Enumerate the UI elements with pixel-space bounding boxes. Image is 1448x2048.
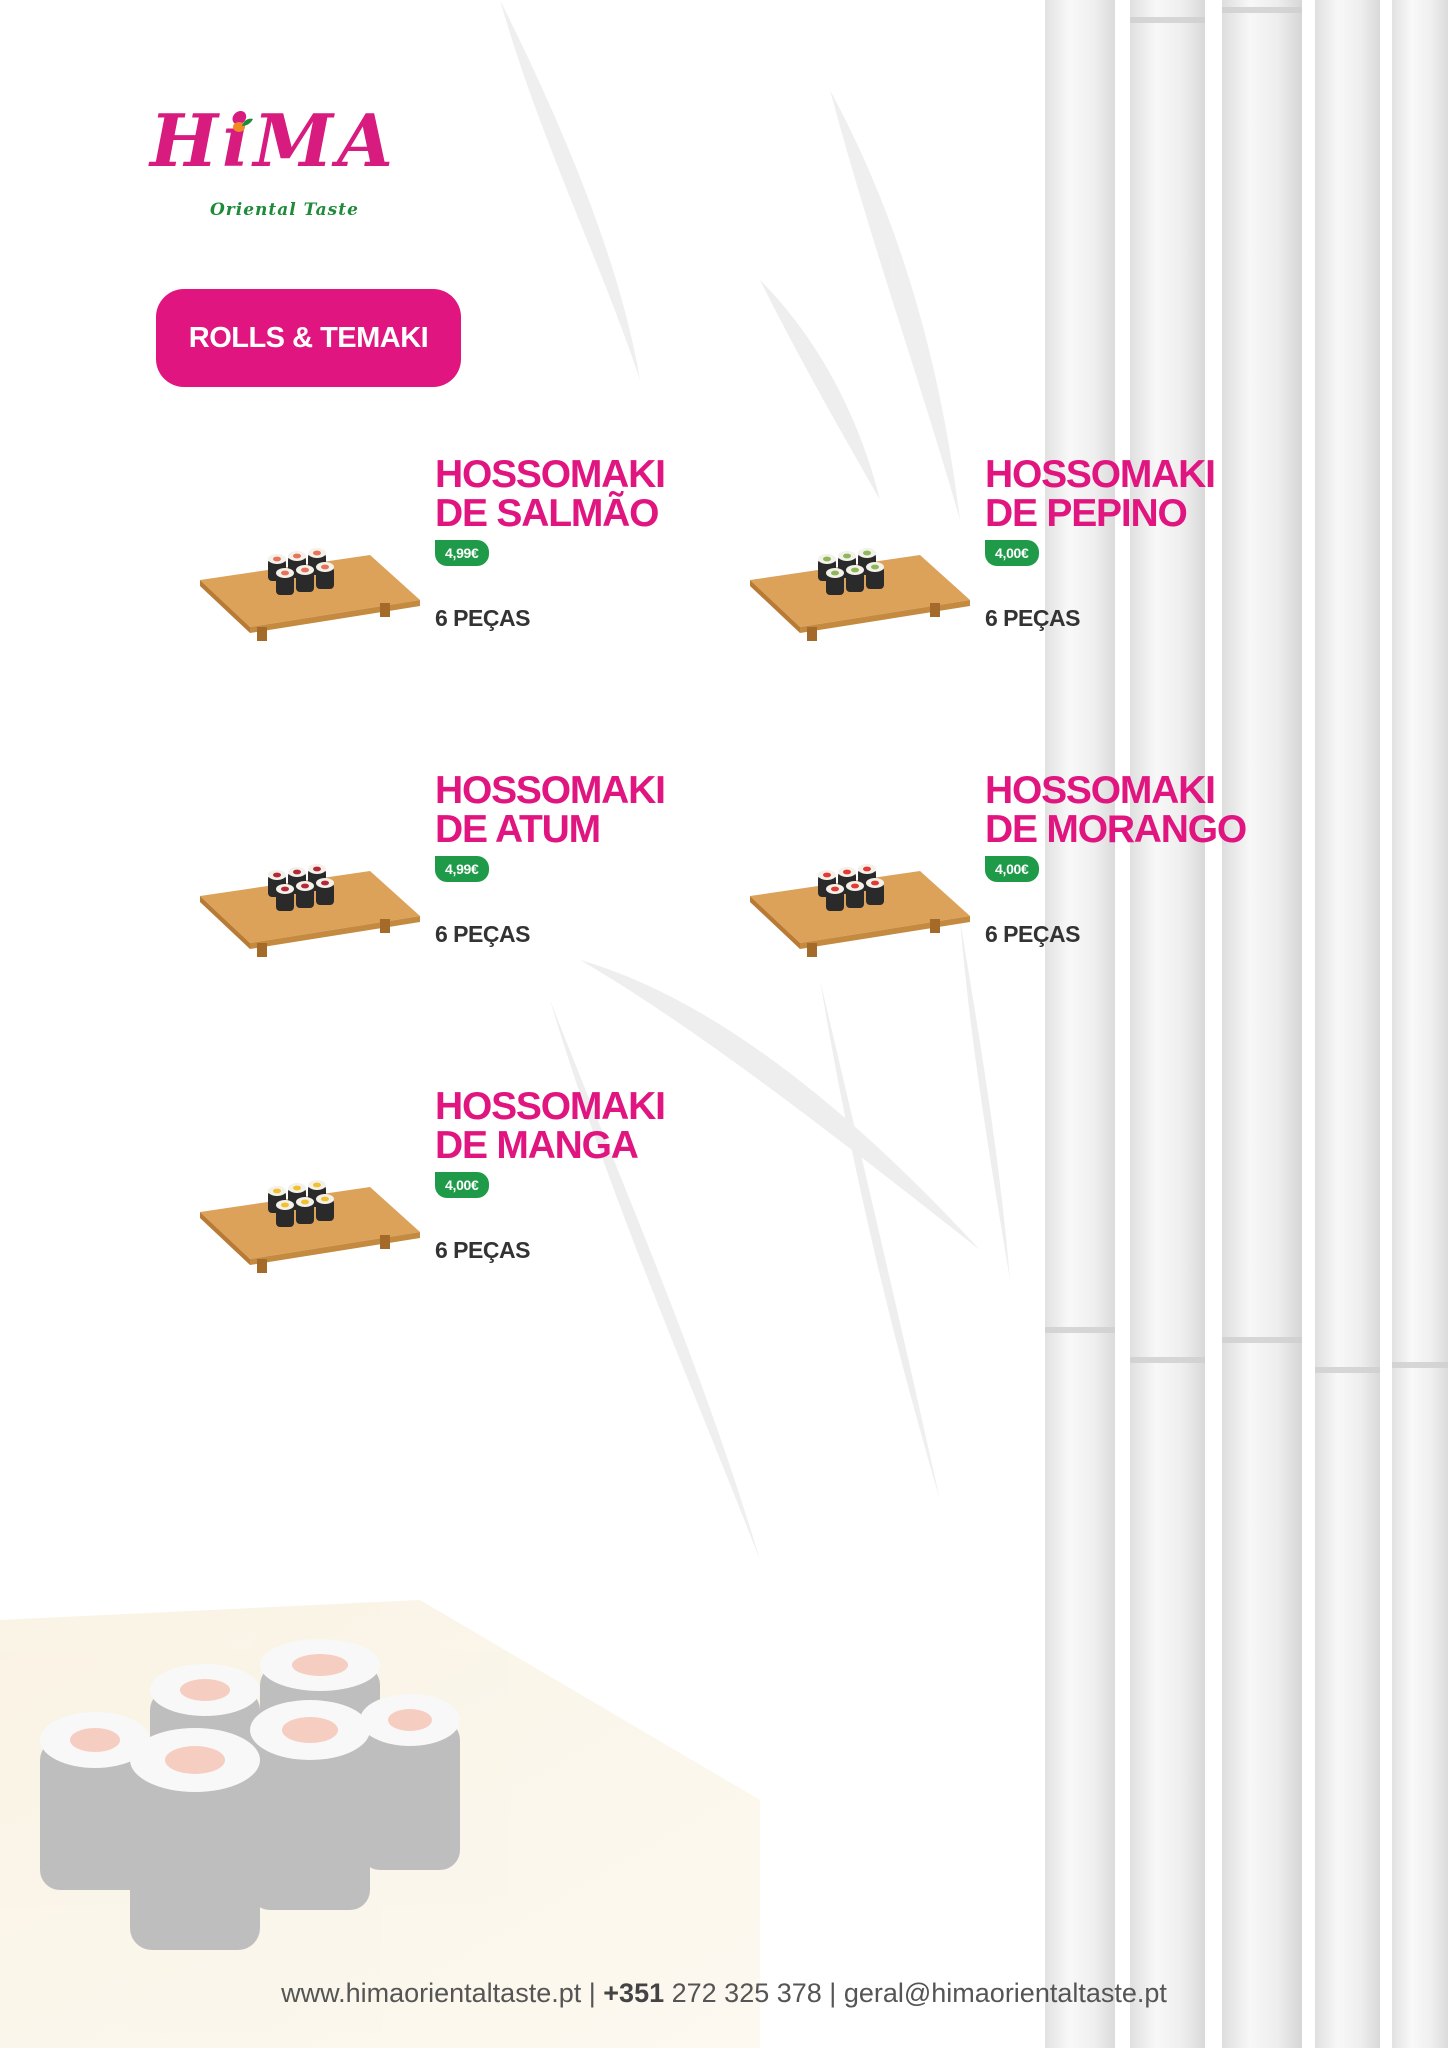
contact-footer: www.himaorientaltaste.pt | +351 272 325 … <box>0 1978 1448 2009</box>
sushi-plate-image <box>200 548 420 641</box>
phone-number[interactable]: 272 325 378 <box>671 1978 822 2008</box>
leaf-icon <box>233 118 253 132</box>
piece-count: 6 PEÇAS <box>985 921 1080 947</box>
price-badge: 4,00€ <box>985 856 1039 882</box>
category-title: ROLLS & TEMAKI <box>156 289 461 387</box>
piece-count: 6 PEÇAS <box>435 605 530 631</box>
website-link[interactable]: www.himaorientaltaste.pt <box>281 1978 582 2008</box>
brand-logo: HiMA Oriental Taste <box>150 105 400 225</box>
phone-prefix: +351 <box>603 1978 665 2008</box>
piece-count: 6 PEÇAS <box>435 921 530 947</box>
price-badge: 4,00€ <box>435 1172 489 1198</box>
separator: | <box>588 1978 596 2008</box>
price-badge: 4,00€ <box>985 540 1039 566</box>
sushi-plate-image <box>750 548 970 641</box>
piece-count: 6 PEÇAS <box>985 605 1080 631</box>
sushi-plate-image <box>200 1180 420 1273</box>
email-link[interactable]: geral@himaorientaltaste.pt <box>843 1978 1167 2008</box>
sushi-plate-image <box>750 864 970 957</box>
separator: | <box>829 1978 837 2008</box>
sushi-plate-image <box>200 864 420 957</box>
piece-count: 6 PEÇAS <box>435 1237 530 1263</box>
price-badge: 4,99€ <box>435 856 489 882</box>
brand-name: HiMA <box>150 98 397 183</box>
brand-tagline: Oriental Taste <box>210 200 359 220</box>
price-badge: 4,99€ <box>435 540 489 566</box>
